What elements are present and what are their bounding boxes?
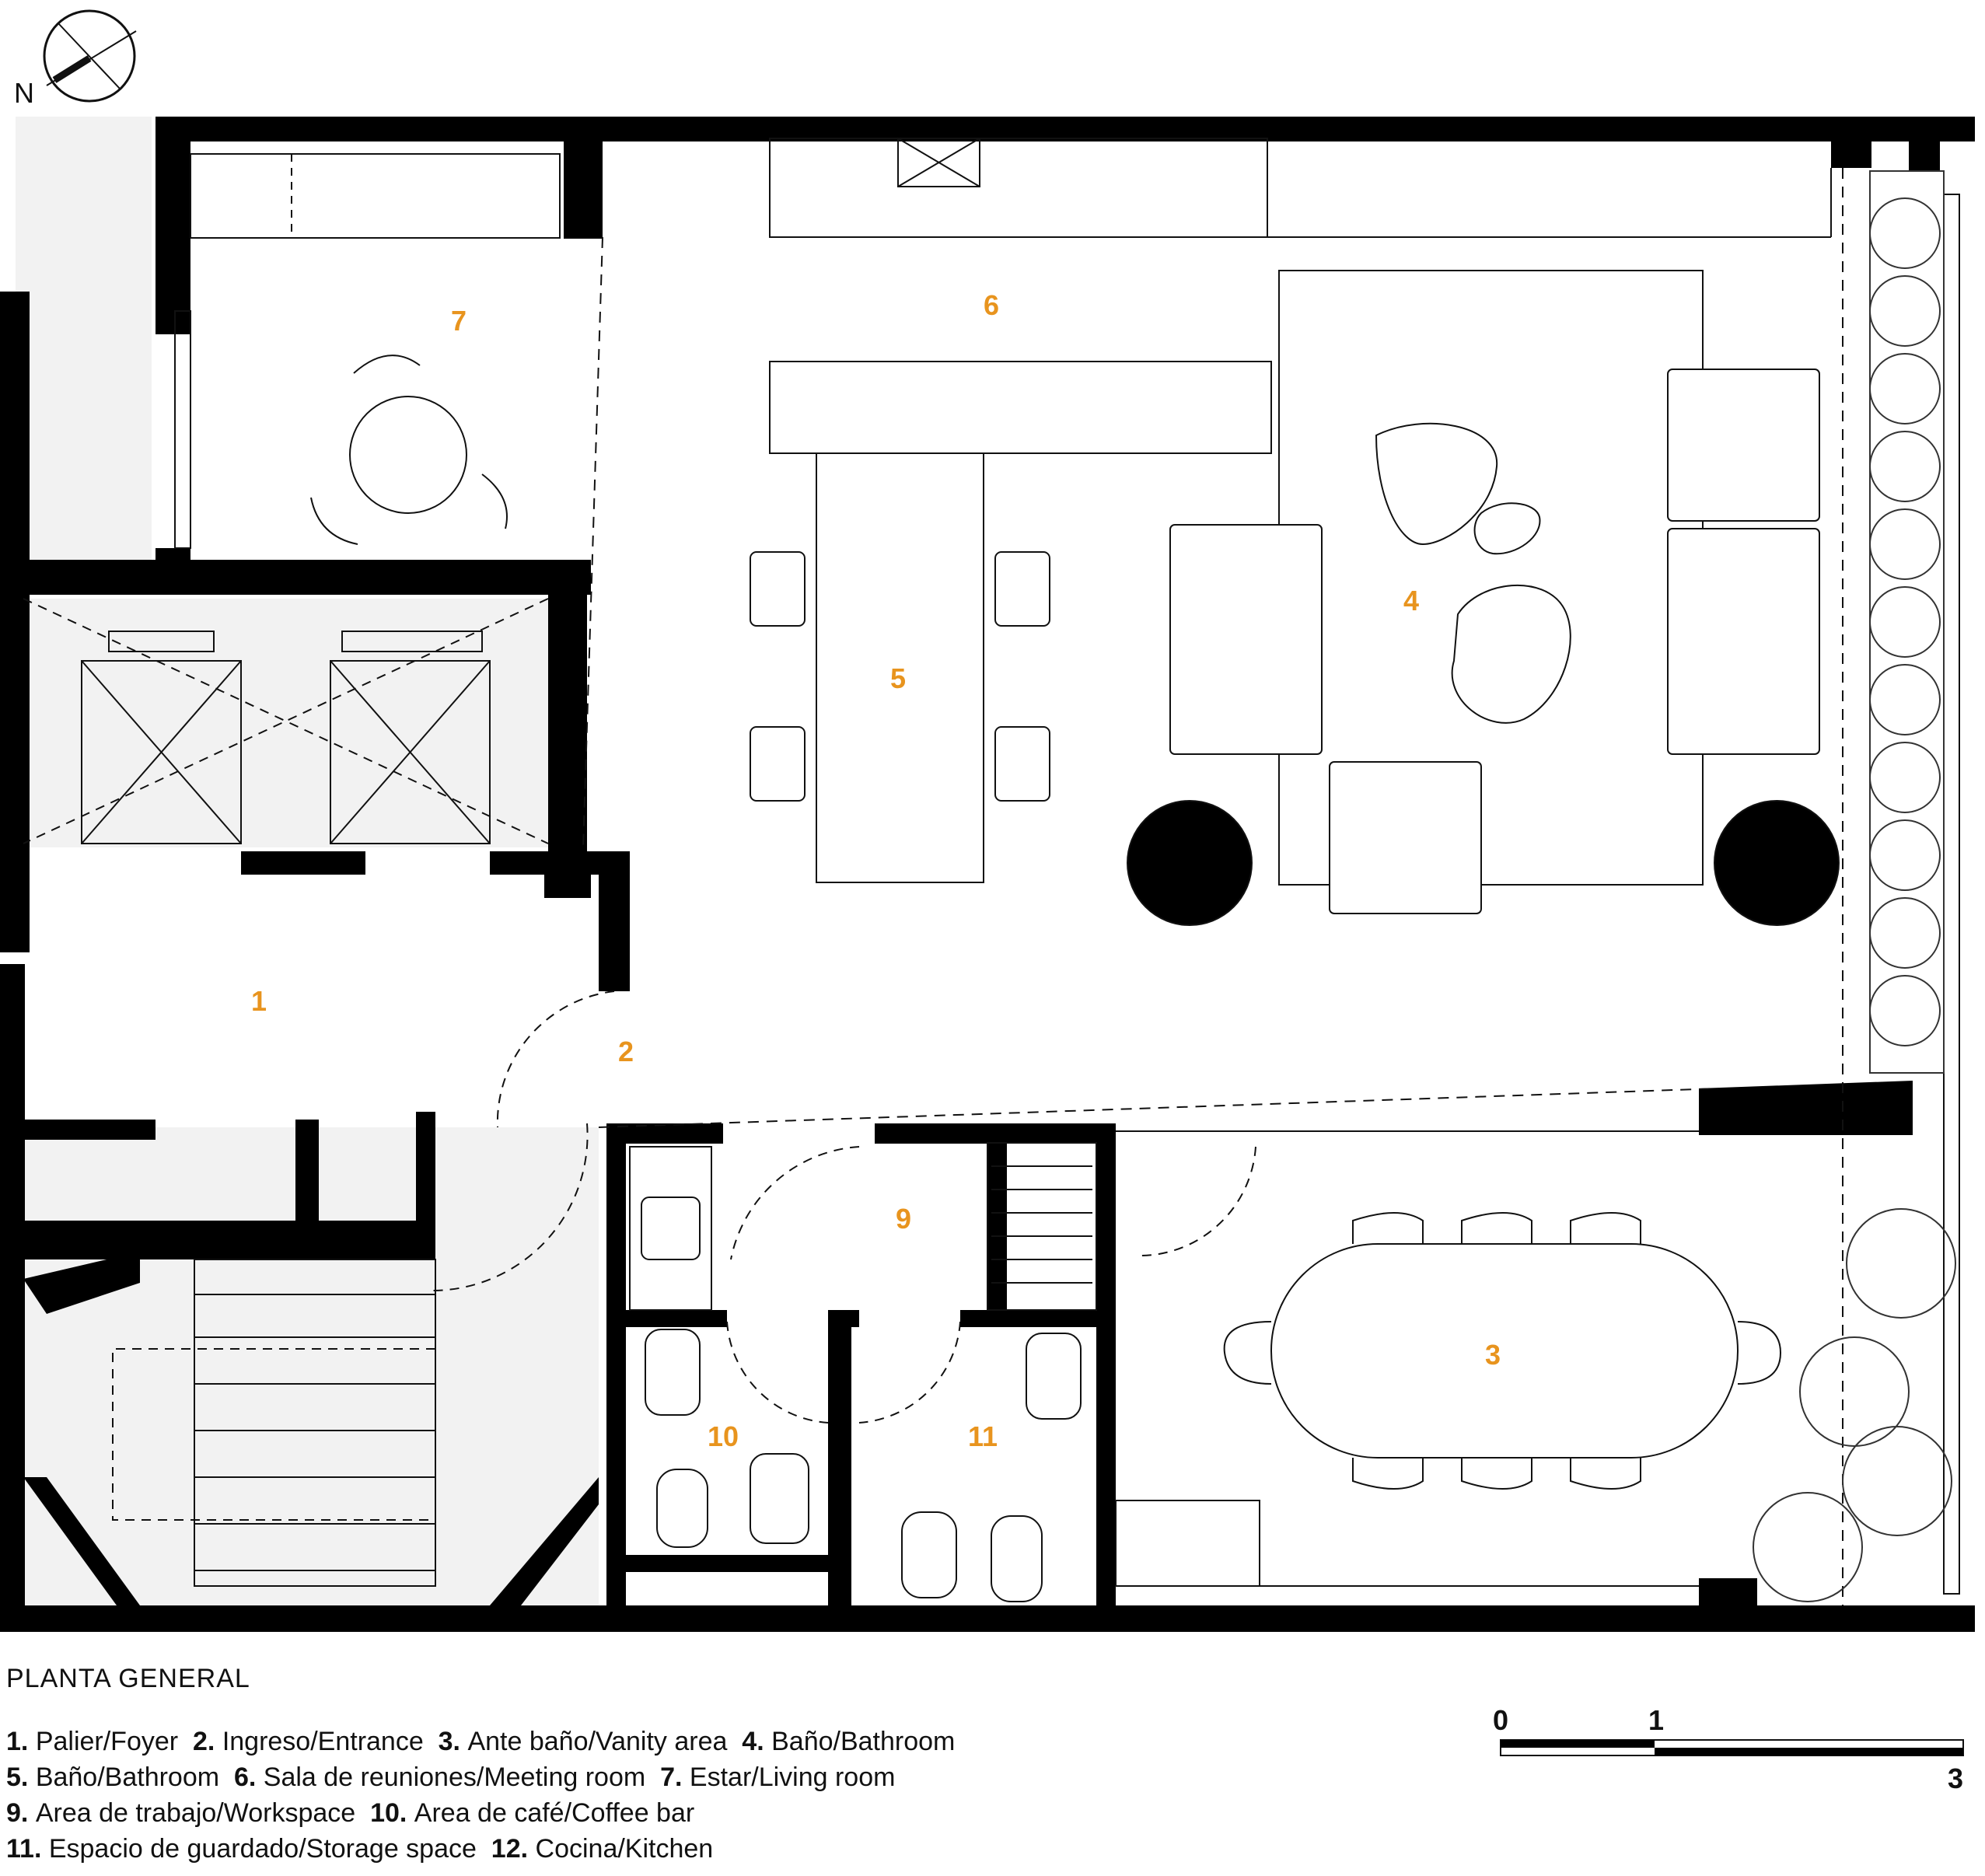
legend-line: 9. Area de trabajo/Workspace 10. Area de…	[6, 1795, 1328, 1831]
legend-number: 6.	[233, 1762, 264, 1792]
planters	[1753, 170, 1956, 1602]
legend-number: 5.	[6, 1762, 36, 1792]
room-label-9: 9	[896, 1203, 911, 1235]
room-label-10: 10	[708, 1420, 739, 1452]
legend-number: 1.	[6, 1727, 36, 1756]
legend-line: 11. Espacio de guardado/Storage space 12…	[6, 1831, 1328, 1867]
legend-number: 11.	[6, 1834, 49, 1864]
legend-number: 9.	[6, 1798, 36, 1828]
legend-lines: 1. Palier/Foyer 2. Ingreso/Entrance 3. A…	[6, 1724, 1328, 1867]
legend-text: Area de trabajo/Workspace	[35, 1798, 371, 1828]
legend-number: 10.	[370, 1798, 414, 1828]
scale-label-0: 0	[1493, 1704, 1508, 1736]
scale-label-3: 3	[1948, 1762, 1963, 1794]
staircase	[112, 1259, 436, 1587]
lounge	[1127, 270, 1840, 926]
bathroom-fixtures	[629, 1142, 1097, 1602]
room-labels: 1 2 3 4 5 6 7 9 10 11	[251, 289, 1501, 1452]
room-label-11: 11	[968, 1420, 998, 1452]
legend-line: 5. Baño/Bathroom 6. Sala de reuniones/Me…	[6, 1759, 1328, 1795]
legend-text: Cocina/Kitchen	[535, 1834, 714, 1864]
room-label-2: 2	[618, 1036, 634, 1067]
legend-number: 2.	[193, 1727, 222, 1756]
legend-number: 3.	[438, 1727, 468, 1756]
north-label: N	[14, 77, 34, 109]
legend-text: Ante baño/Vanity area	[467, 1727, 743, 1756]
legend-number: 4.	[742, 1727, 772, 1756]
legend-text: Baño/Bathroom	[35, 1762, 234, 1792]
dining-table	[1223, 1212, 1782, 1490]
room-label-6: 6	[984, 289, 999, 321]
room-label-7: 7	[451, 305, 467, 337]
room-label-3: 3	[1485, 1339, 1501, 1371]
legend-text: Baño/Bathroom	[771, 1727, 956, 1756]
room-label-4: 4	[1403, 585, 1419, 617]
north-compass-icon: N	[14, 9, 137, 109]
walls	[0, 117, 1975, 1632]
scale-bar: 0 1 3	[1493, 1704, 1964, 1794]
legend-number: 7.	[660, 1762, 690, 1792]
legend-text: Estar/Living room	[689, 1762, 896, 1792]
living-table	[310, 355, 508, 545]
legend-line: 1. Palier/Foyer 2. Ingreso/Entrance 3. A…	[6, 1724, 1328, 1759]
legend-text: Sala de reuniones/Meeting room	[263, 1762, 661, 1792]
room-label-5: 5	[890, 662, 906, 694]
room-label-1: 1	[251, 985, 267, 1017]
legend-number: 12.	[491, 1834, 536, 1864]
legend-text: Espacio de guardado/Storage space	[48, 1834, 491, 1864]
legend: PLANTA GENERAL 1. Palier/Foyer 2. Ingres…	[6, 1664, 1328, 1867]
linework	[174, 138, 1960, 1605]
scale-label-1: 1	[1648, 1704, 1664, 1736]
meeting-table	[750, 361, 1272, 883]
elevators	[23, 598, 549, 844]
legend-text: Palier/Foyer	[35, 1727, 193, 1756]
chair	[750, 551, 1050, 802]
legend-text: Ingreso/Entrance	[222, 1727, 439, 1756]
plan-title: PLANTA GENERAL	[6, 1664, 250, 1693]
legend-text: Area de café/Coffee bar	[414, 1798, 695, 1828]
